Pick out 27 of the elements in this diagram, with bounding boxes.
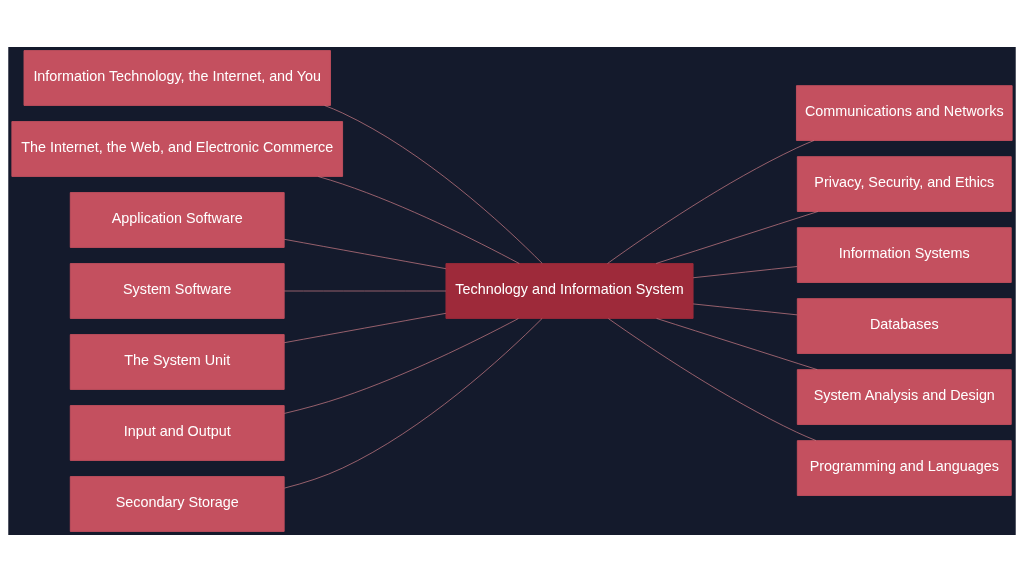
connector bbox=[284, 318, 543, 489]
node-box: Communications and Networks bbox=[796, 85, 1013, 141]
connector bbox=[655, 211, 819, 264]
node-box: Information Systems bbox=[796, 227, 1012, 283]
connector bbox=[283, 290, 447, 292]
connector bbox=[692, 303, 798, 316]
node-box: Information Technology, the Internet, and You bbox=[23, 50, 331, 106]
node-box: Technology and Information System bbox=[445, 263, 694, 319]
node-box: Application Software bbox=[69, 192, 285, 248]
connector bbox=[317, 176, 520, 264]
connector bbox=[692, 266, 798, 279]
node-box: The Internet, the Web, and Electronic Commerce bbox=[11, 121, 344, 177]
node-box: System Software bbox=[69, 263, 285, 319]
node-box: Programming and Languages bbox=[796, 440, 1012, 496]
connector bbox=[324, 105, 543, 264]
connector bbox=[283, 238, 447, 270]
connector bbox=[284, 318, 519, 414]
connector bbox=[656, 318, 818, 370]
node-box: System Analysis and Design bbox=[796, 369, 1012, 425]
node-box: The System Unit bbox=[69, 334, 285, 390]
node-box: Secondary Storage bbox=[69, 476, 285, 532]
connector bbox=[283, 312, 447, 344]
node-box: Privacy, Security, and Ethics bbox=[796, 156, 1012, 212]
connector bbox=[607, 140, 815, 264]
node-box: Input and Output bbox=[69, 405, 285, 461]
node-box: Databases bbox=[796, 298, 1012, 354]
connector bbox=[608, 318, 817, 441]
